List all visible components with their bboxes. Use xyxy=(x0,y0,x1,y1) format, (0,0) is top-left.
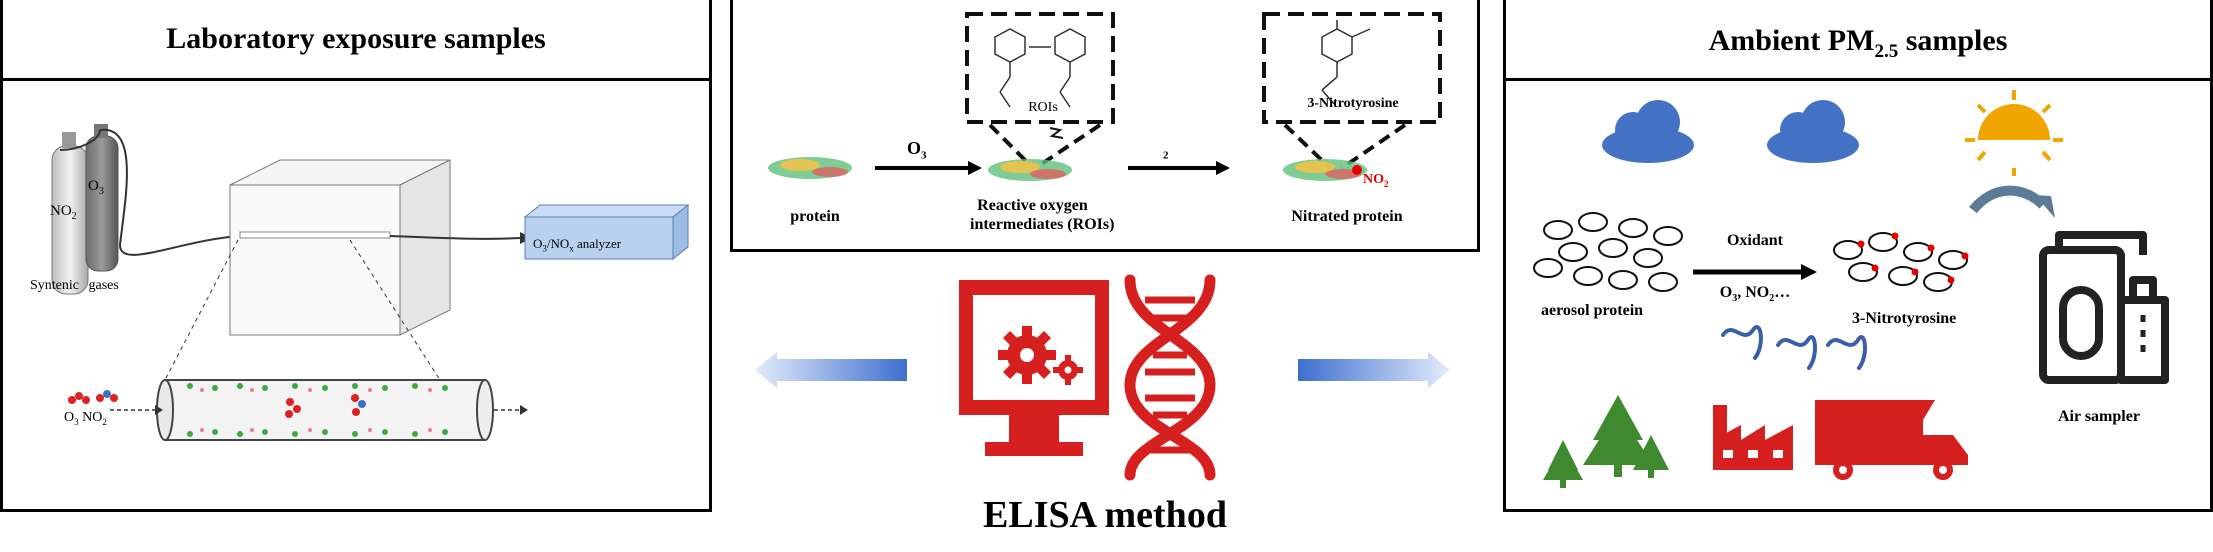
protein-ribbon-1 xyxy=(768,157,852,179)
dna-icon xyxy=(1124,274,1216,481)
roi-label-line1: Reactive oxygen xyxy=(977,197,1088,214)
ambient-panel-title: Ambient PM2.5 samples xyxy=(1708,24,2008,62)
roi-label: Reactive oxygen intermediates (ROIs) xyxy=(970,196,1115,234)
elisa-icon xyxy=(959,274,1216,481)
left-gradient-arrow xyxy=(755,352,907,388)
cylinder-o3-label: O3 xyxy=(88,178,104,197)
aerosol-protein-label: aerosol protein xyxy=(1541,302,1644,319)
ambient-scene xyxy=(1533,90,2169,488)
tube-legend-label: O3 NO2 xyxy=(64,410,107,427)
gear-icon xyxy=(998,326,1083,385)
rois-structure-box xyxy=(965,12,1115,124)
laboratory-panel-title: Laboratory exposure samples xyxy=(166,22,546,55)
cloud-icon xyxy=(1767,100,1859,163)
roi-label-line2: intermediates (ROIs) xyxy=(970,216,1115,233)
nitrotyrosine-label: 3-Nitrotyrosine xyxy=(1852,310,1957,327)
analyzer-box xyxy=(523,203,690,261)
curved-arrow-icon xyxy=(1969,185,2047,214)
gas-cylinders-illustration xyxy=(51,124,119,295)
cylinder-no2-label: NO2 xyxy=(50,203,77,222)
oxidant-label: Oxidant xyxy=(1726,232,1783,249)
analyzer-label: O3/NOx analyzer xyxy=(533,236,622,254)
ambient-panel-divider xyxy=(1506,78,2210,81)
reaction-scheme xyxy=(768,123,1407,181)
nitrotyrosine-structure-box xyxy=(1262,12,1442,124)
oxidant-list-label: O3, NO2… xyxy=(1719,284,1791,305)
sun-icon xyxy=(1965,90,2063,176)
elisa-method-label: ELISA method xyxy=(983,494,1227,536)
cylinders-caption: Syntenic gases xyxy=(30,278,119,293)
o3-arrow-label: O3 xyxy=(907,138,927,162)
trees-icon xyxy=(1543,395,1669,488)
exposure-chamber-diagram xyxy=(59,128,532,441)
factory-icon xyxy=(1713,405,1793,470)
right-gradient-arrow xyxy=(1298,352,1450,388)
protein-label: protein xyxy=(790,208,840,225)
no2-arrow-label: 2 xyxy=(1163,149,1169,162)
rois-box-label: ROIs xyxy=(1028,100,1058,115)
truck-icon xyxy=(1815,400,1968,480)
cloud-icon xyxy=(1602,100,1694,163)
laboratory-panel-divider xyxy=(3,78,709,81)
air-sampler-label: Air sampler xyxy=(2058,408,2140,425)
nitrotyrosine-box-label: 3-Nitrotyrosine xyxy=(1307,96,1399,111)
red-no2-label: NO2 xyxy=(1363,172,1389,189)
nitrated-protein-label: Nitrated protein xyxy=(1291,208,1403,225)
air-sampler-icon xyxy=(2039,231,2169,384)
